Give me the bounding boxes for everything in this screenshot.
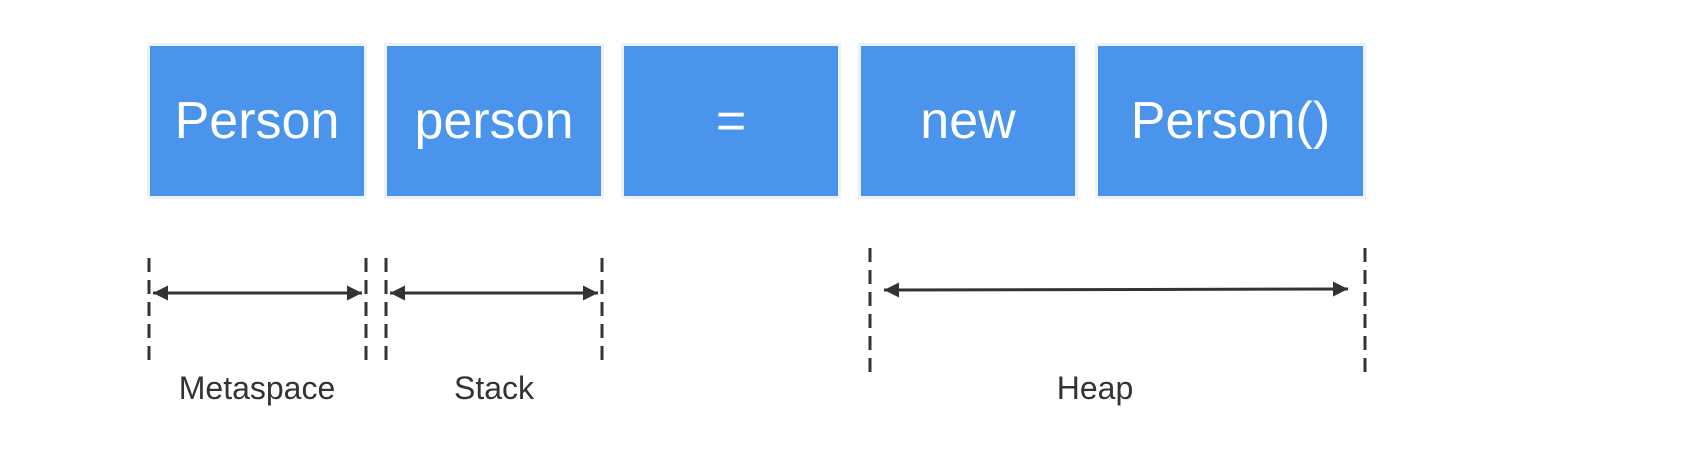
heap-arrow (883, 281, 1349, 298)
token-label: new (920, 92, 1016, 150)
token-variable-person: person (384, 43, 604, 199)
heap-label: Heap (1056, 370, 1134, 406)
token-new-keyword: new (858, 43, 1078, 199)
token-label: Person() (1130, 92, 1331, 150)
token-label: person (414, 92, 574, 150)
metaspace-label: Metaspace (178, 370, 336, 406)
stack-label: Stack (453, 370, 535, 406)
token-type-person: Person (147, 43, 367, 199)
token-assignment: = (621, 43, 841, 199)
token-constructor-call: Person() (1095, 43, 1366, 199)
token-label: Person (174, 92, 340, 150)
token-label: = (715, 92, 747, 150)
